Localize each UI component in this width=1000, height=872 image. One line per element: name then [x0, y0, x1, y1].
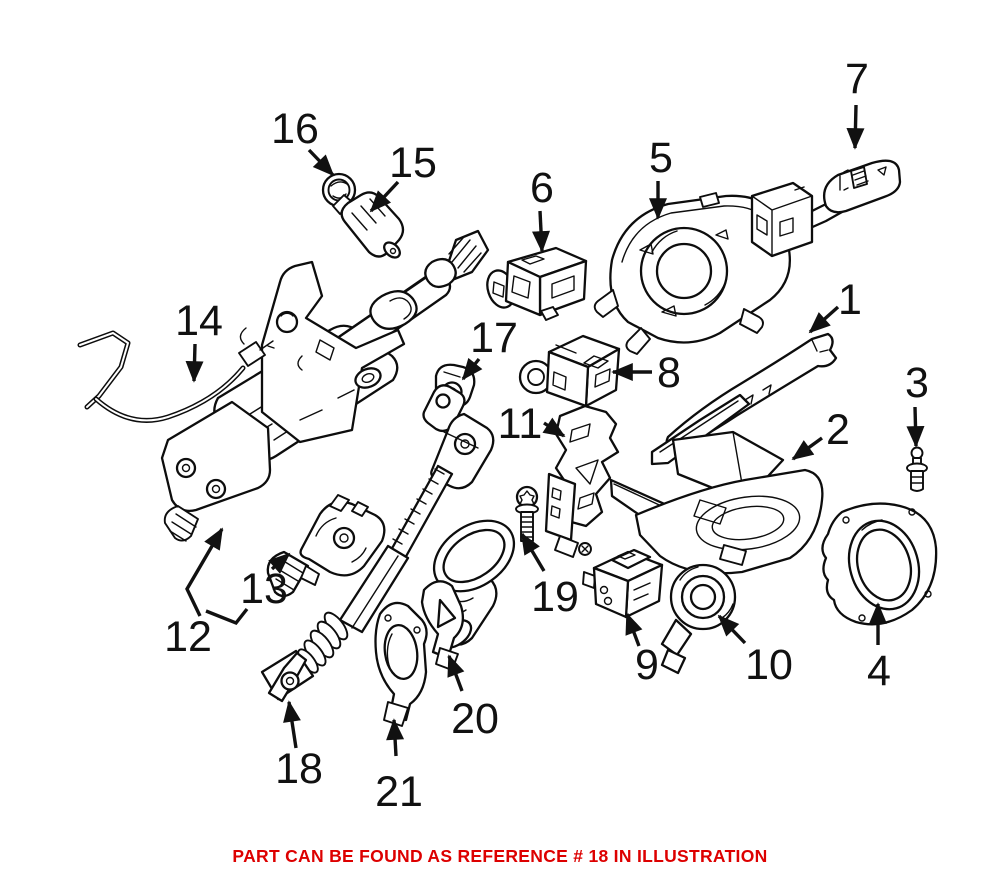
- callout-label-5: 5: [649, 134, 673, 182]
- callout-label-21: 21: [375, 768, 423, 816]
- callout-label-15: 15: [389, 139, 437, 187]
- part-3-fastener-pin: [906, 446, 928, 492]
- part-5-switch-cluster-housing: [593, 192, 791, 355]
- callout-label-11: 11: [498, 400, 543, 448]
- callout-label-9: 9: [635, 641, 659, 689]
- part-9-ignition-switch: [582, 548, 664, 619]
- part-2-lower-column-cover: [609, 430, 824, 575]
- callout-bracket: [205, 607, 249, 626]
- callout-label-20: 20: [451, 695, 499, 743]
- callout-label-3: 3: [905, 359, 929, 407]
- callout-label-6: 6: [530, 164, 554, 212]
- part-7-turn-signal-stalk: [750, 159, 902, 258]
- callout-label-12: 12: [164, 613, 212, 661]
- callout-label-18: 18: [275, 745, 323, 793]
- callout-label-7: 7: [845, 55, 869, 103]
- part-10-immobilizer-ring: [660, 563, 737, 675]
- callout-label-4: 4: [867, 647, 891, 695]
- part-19-torx-screw: [515, 485, 539, 542]
- part-11-lock-actuator: [544, 404, 620, 558]
- part-8-switch-module: [518, 334, 621, 408]
- callout-label-16: 16: [271, 105, 319, 153]
- callout-label-8: 8: [657, 349, 681, 397]
- part-4-instrument-trim-ring: [821, 502, 938, 626]
- callout-arrow-7: [846, 104, 865, 150]
- callout-label-17: 17: [470, 314, 518, 362]
- callout-label-19: 19: [531, 573, 579, 621]
- part-21-seal-flange: [374, 601, 428, 727]
- callout-arrow-19: [520, 532, 546, 572]
- caption: PART CAN BE FOUND AS REFERENCE # 18 IN I…: [232, 846, 768, 866]
- callout-arrow-17: [461, 357, 483, 381]
- part-12-column-assembly: [160, 229, 490, 542]
- part-15-lock-cylinder: [332, 191, 405, 259]
- callout-arrow-21: [386, 718, 405, 757]
- callout-arrow-15: [369, 180, 400, 213]
- part-14-ground-cable: [77, 330, 275, 423]
- callout-arrow-12: [185, 527, 224, 617]
- callout-arrow-11: [542, 417, 566, 438]
- callout-label-1: 1: [838, 276, 862, 324]
- part-6-column-switch: [486, 246, 588, 321]
- callout-arrow-6: [532, 210, 551, 253]
- callout-arrow-2: [791, 436, 823, 461]
- callout-arrow-3: [906, 406, 925, 448]
- callout-arrow-14: [185, 343, 204, 383]
- callout-arrow-9: [625, 612, 643, 647]
- callout-arrow-13: [268, 552, 291, 574]
- callout-label-14: 14: [175, 297, 223, 345]
- part-18-intermediate-shaft: [260, 384, 495, 703]
- callout-label-10: 10: [745, 641, 793, 689]
- callout-arrow-16: [307, 148, 335, 177]
- callout-arrow-1: [808, 305, 840, 334]
- callout-arrow-18: [283, 700, 301, 749]
- callout-label-13: 13: [240, 565, 288, 613]
- callout-arrow-20: [447, 654, 465, 692]
- callout-arrow-10: [717, 614, 747, 645]
- part-20-seal-retainer: [420, 580, 464, 671]
- callout-label-2: 2: [826, 406, 850, 454]
